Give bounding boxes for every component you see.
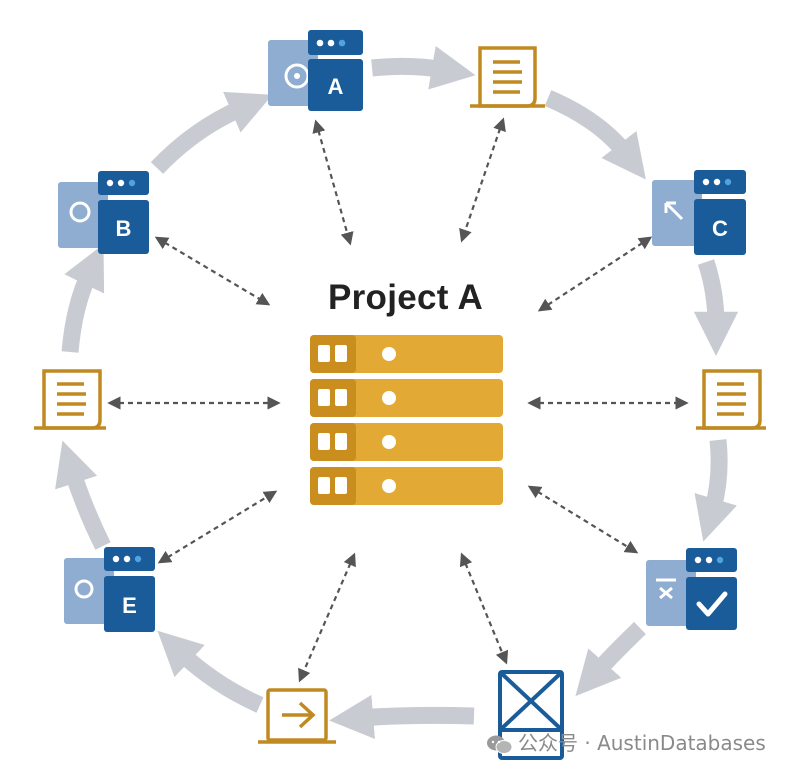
- ring-arrow-doc1-to-c: [544, 90, 646, 180]
- server-b-label: B: [116, 216, 132, 241]
- connector-login: [298, 552, 356, 683]
- ring-arrow-login-to-e: [157, 630, 264, 713]
- connector-e: [157, 490, 278, 564]
- server-a-icon: A: [268, 30, 363, 111]
- server-rack-1: [310, 335, 503, 373]
- wechat-logo-icon: [486, 734, 514, 756]
- hub-connectors: [107, 117, 689, 683]
- server-b-icon: B: [58, 171, 149, 254]
- connector-b: [154, 236, 271, 306]
- ring-arrow-doc2-to-check: [694, 439, 737, 542]
- ring-arrow-e-to-doc3: [55, 440, 111, 550]
- ring-arrow-mail-to-login: [329, 694, 475, 739]
- ring-flow-arrows: [55, 45, 739, 739]
- document-icon-right: [696, 369, 766, 430]
- document-icon-top: [470, 46, 545, 108]
- server-c-label: C: [712, 216, 728, 241]
- ring-arrow-b-to-a: [150, 91, 273, 174]
- server-rack-2: [310, 379, 503, 417]
- connector-a: [312, 119, 354, 246]
- connector-mail: [459, 552, 509, 665]
- document-icon-left: [34, 369, 106, 430]
- server-e-icon: E: [64, 547, 155, 632]
- connector-doc1: [459, 117, 506, 243]
- project-a-server-stack: [310, 335, 503, 505]
- diagram-title: Project A: [327, 278, 484, 317]
- watermark-text: 公众号 · AustinDatabases: [518, 731, 766, 755]
- server-a-label: A: [328, 74, 344, 99]
- connector-c: [537, 236, 653, 312]
- login-arrow-icon: [258, 688, 336, 744]
- server-c-icon: C: [652, 170, 746, 255]
- connector-check: [527, 485, 639, 554]
- watermark: 公众号 · AustinDatabases: [486, 727, 766, 756]
- server-rack-4: [310, 467, 503, 505]
- ring-arrow-a-to-doc1: [371, 45, 476, 90]
- server-e-label: E: [122, 593, 137, 618]
- ring-arrow-check-to-mail: [575, 621, 646, 697]
- envelope-icon: [498, 670, 564, 760]
- ring-arrow-doc3-to-b: [61, 244, 105, 353]
- server-rack-3: [310, 423, 503, 461]
- server-check-icon: [646, 548, 737, 630]
- ring-arrow-c-to-doc2: [693, 259, 739, 356]
